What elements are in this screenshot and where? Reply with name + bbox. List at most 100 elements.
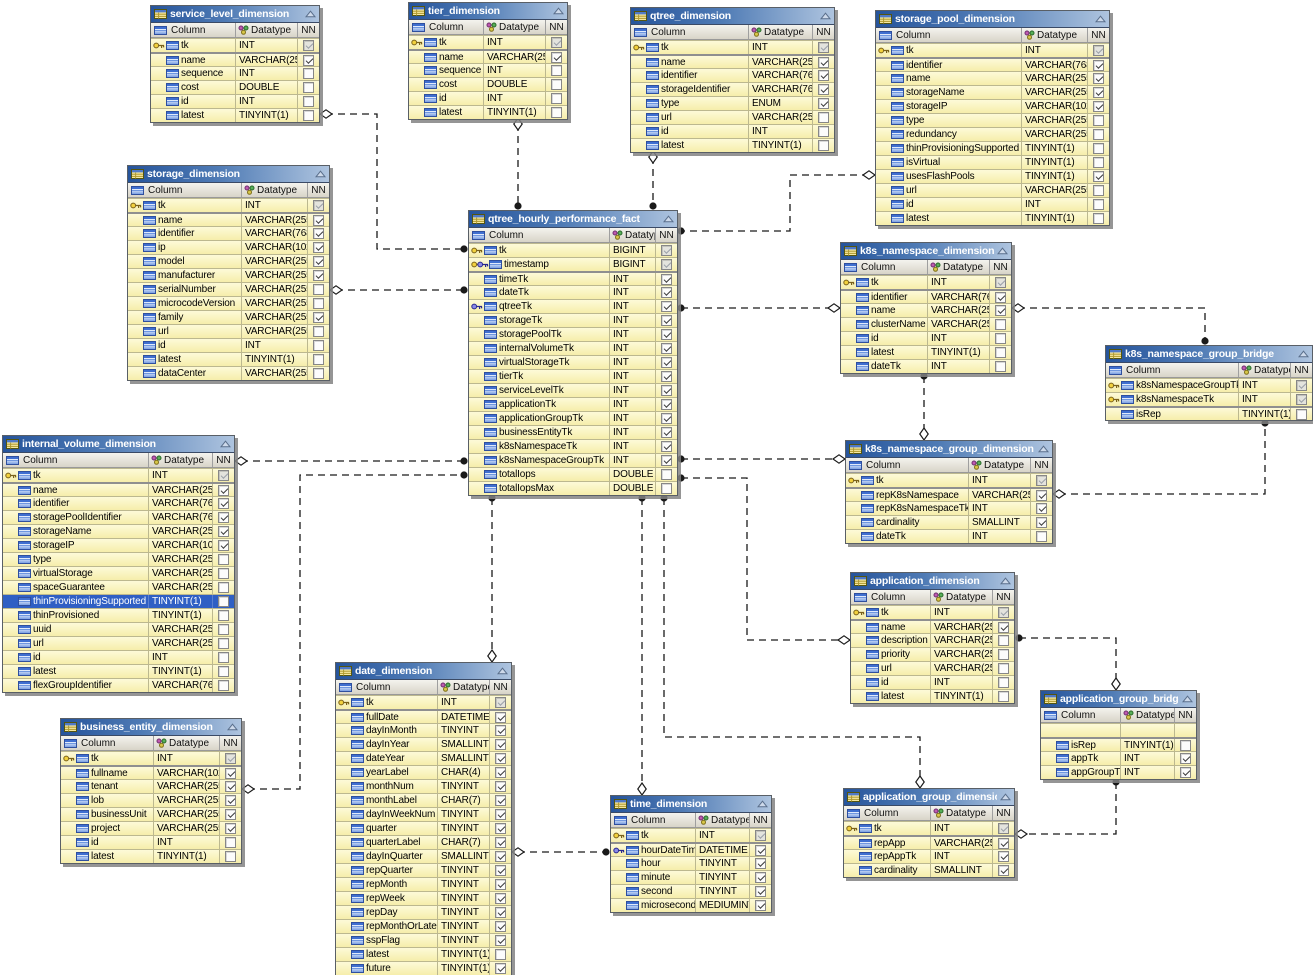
table-titlebar[interactable]: k8s_namespace_dimension xyxy=(841,243,1011,260)
collapse-icon[interactable] xyxy=(757,800,768,808)
table-titlebar[interactable]: tier_dimension xyxy=(409,3,567,20)
collapse-icon[interactable] xyxy=(553,7,564,15)
table-titlebar[interactable]: date_dimension xyxy=(336,663,511,680)
collapse-icon[interactable] xyxy=(820,12,831,20)
table-titlebar[interactable]: storage_dimension xyxy=(128,166,329,183)
table-titlebar[interactable]: application_group_dimension xyxy=(844,789,1014,806)
table-titlebar[interactable]: k8s_namespace_group_bridge xyxy=(1106,346,1312,363)
collapse-icon[interactable] xyxy=(1000,577,1011,585)
table-titlebar[interactable]: internal_volume_dimension xyxy=(3,436,234,453)
collapse-icon[interactable] xyxy=(663,215,674,223)
collapse-icon[interactable] xyxy=(1182,695,1193,703)
table-titlebar[interactable]: qtree_hourly_performance_fact xyxy=(469,211,677,228)
collapse-icon[interactable] xyxy=(315,170,326,178)
collapse-icon[interactable] xyxy=(227,723,238,731)
table-titlebar[interactable]: application_group_bridge xyxy=(1041,691,1196,708)
table-titlebar[interactable]: business_entity_dimension xyxy=(61,719,241,736)
collapse-icon[interactable] xyxy=(497,667,508,675)
